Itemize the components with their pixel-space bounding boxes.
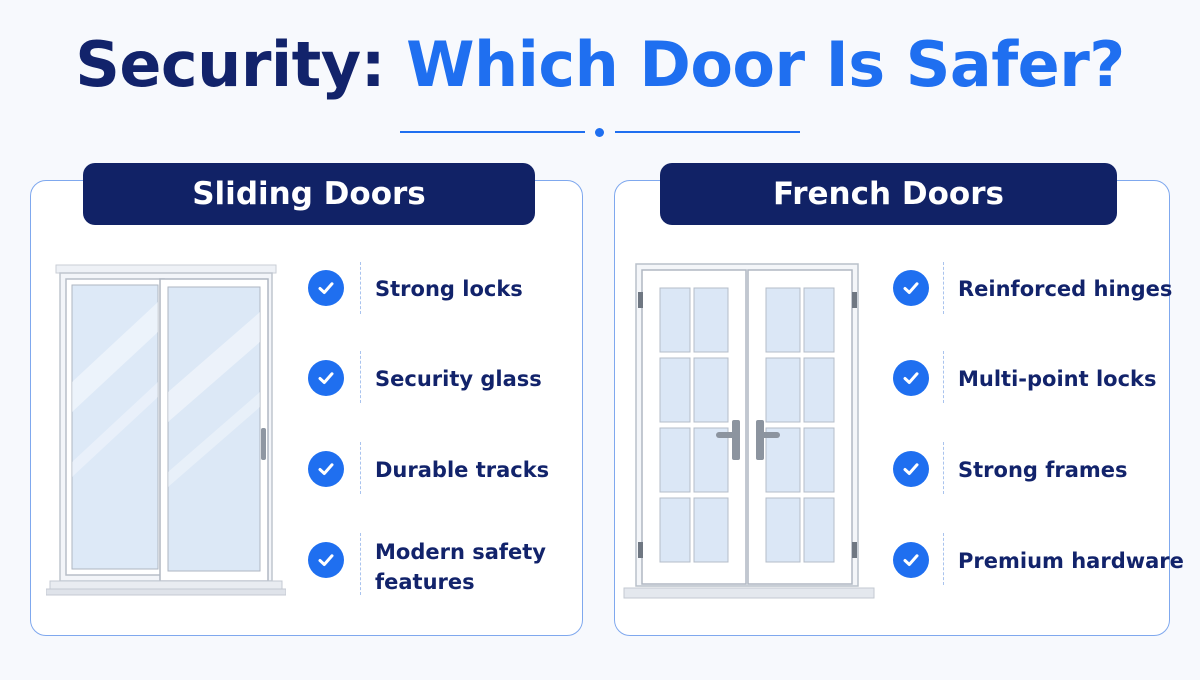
page-title: Security: Which Door Is Safer? (0, 28, 1200, 102)
sliding-door-illustration (46, 264, 286, 596)
feature-label: Reinforced hinges (958, 277, 1173, 301)
feature-label: Strong frames (958, 458, 1128, 482)
feature-label: Durable tracks (375, 458, 550, 482)
title-part-question: Which Door Is Safer? (406, 28, 1125, 101)
feature-reinforced-hinges (893, 270, 929, 306)
feature-separator (943, 351, 944, 403)
title-divider (400, 126, 800, 138)
divider-line-right (615, 131, 800, 133)
check-circle-icon (893, 542, 929, 578)
feature-separator (360, 442, 361, 494)
feature-label: Modern safety (375, 540, 546, 564)
feature-label: Strong locks (375, 277, 523, 301)
feature-durable-tracks (308, 451, 344, 487)
feature-multi-point-locks (893, 360, 929, 396)
feature-separator (360, 351, 361, 403)
feature-separator (943, 442, 944, 494)
check-circle-icon (308, 542, 344, 578)
check-circle-icon (308, 360, 344, 396)
french-door-illustration (623, 263, 875, 599)
feature-security-glass (308, 360, 344, 396)
feature-label: Premium hardware (958, 549, 1184, 573)
feature-separator (360, 533, 361, 595)
sliding-doors-header: Sliding Doors (83, 163, 535, 225)
feature-modern-safety (308, 542, 344, 578)
feature-label: Multi-point locks (958, 367, 1157, 391)
feature-separator (360, 262, 361, 314)
feature-strong-frames (893, 451, 929, 487)
feature-separator (943, 533, 944, 585)
check-circle-icon (893, 360, 929, 396)
check-circle-icon (893, 451, 929, 487)
feature-premium-hardware (893, 542, 929, 578)
divider-dot (595, 128, 604, 137)
feature-separator (943, 262, 944, 314)
feature-label: features (375, 570, 475, 594)
title-part-security: Security: (75, 28, 385, 101)
feature-strong-locks (308, 270, 344, 306)
divider-line-left (400, 131, 585, 133)
check-circle-icon (308, 270, 344, 306)
check-circle-icon (308, 451, 344, 487)
check-circle-icon (893, 270, 929, 306)
feature-label: Security glass (375, 367, 542, 391)
french-doors-header: French Doors (660, 163, 1117, 225)
